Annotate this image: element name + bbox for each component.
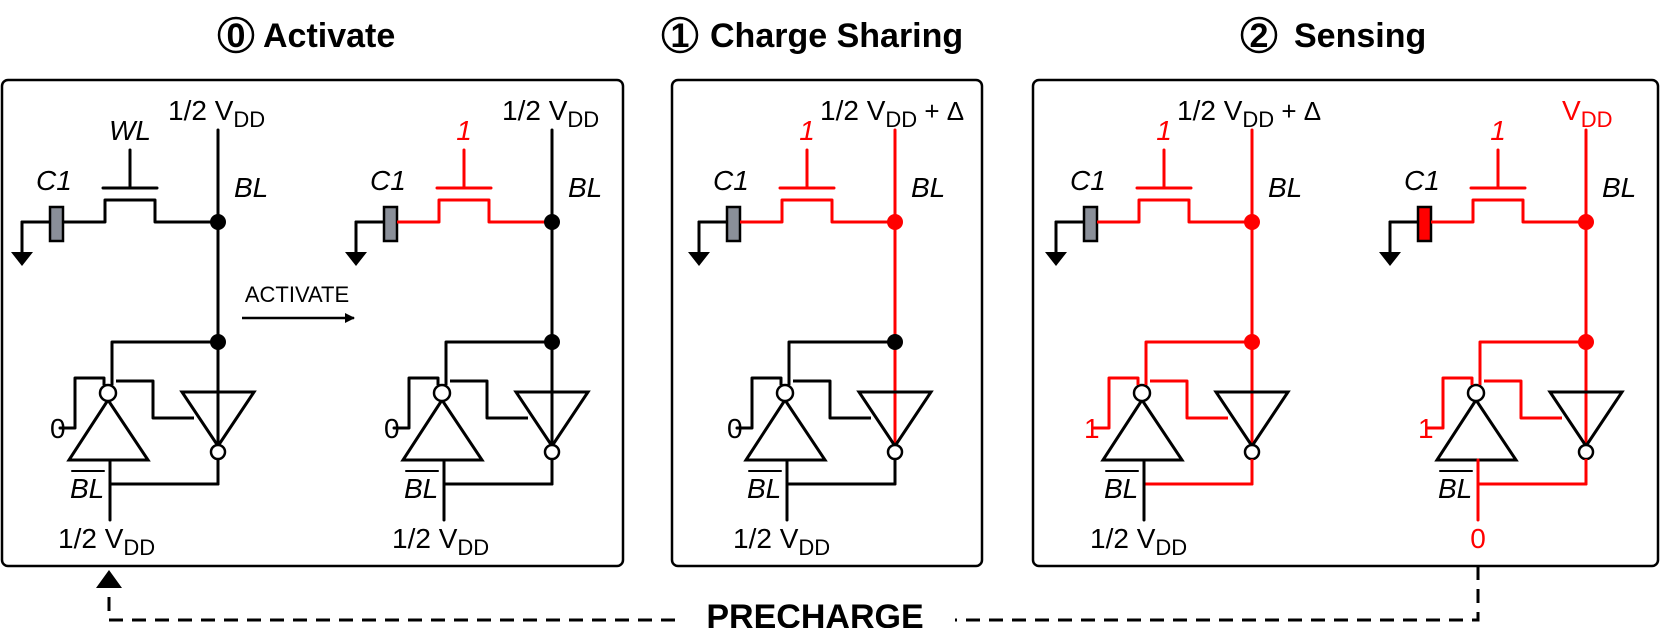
svg-text:1/2 VDD + Δ: 1/2 VDD + Δ bbox=[1177, 95, 1321, 132]
gate-label: 1 bbox=[456, 115, 472, 146]
svg-text:Sensing: Sensing bbox=[1294, 17, 1426, 55]
svg-text:Activate: Activate bbox=[263, 17, 395, 55]
svg-text:1/2 VDD: 1/2 VDD bbox=[58, 523, 155, 560]
step-title-charge-sharing: 1 Charge Sharing bbox=[661, 16, 963, 55]
blbar-label: BL bbox=[404, 473, 438, 504]
input-label: 1 bbox=[1084, 413, 1100, 444]
step-title-activate: 0 Activate bbox=[217, 16, 395, 55]
svg-text:1/2 VDD: 1/2 VDD bbox=[168, 95, 265, 132]
c1-label: C1 bbox=[370, 165, 406, 196]
svg-text:VDD: VDD bbox=[1562, 95, 1612, 132]
vlabel-bot-0a: 1/2 VDD bbox=[58, 523, 155, 560]
input-label: 0 bbox=[727, 413, 743, 444]
vlabel-bot-2a: 1/2 VDD bbox=[1090, 523, 1187, 560]
c1-label: C1 bbox=[713, 165, 749, 196]
c1-label: C1 bbox=[36, 165, 72, 196]
vlabel-bot-1: 1/2 VDD bbox=[733, 523, 830, 560]
panel-sensing bbox=[1031, 78, 1660, 568]
vlabel-top-0b: 1/2 VDD bbox=[502, 95, 599, 132]
bl-label: BL bbox=[911, 172, 945, 203]
input-label: 0 bbox=[50, 413, 66, 444]
blbar-label: BL bbox=[1438, 473, 1472, 504]
vlabel-top-2a: 1/2 VDD + Δ bbox=[1177, 95, 1321, 132]
vlabel-bot-2b: 0 bbox=[1470, 523, 1486, 554]
vlabel-bot-0b: 1/2 VDD bbox=[392, 523, 489, 560]
blbar-label: BL bbox=[1104, 473, 1138, 504]
svg-text:0: 0 bbox=[227, 17, 246, 55]
step-title-sensing: 2 Sensing bbox=[1240, 16, 1426, 55]
bl-label: BL bbox=[568, 172, 602, 203]
svg-text:2: 2 bbox=[1250, 17, 1269, 55]
vlabel-top-0a: 1/2 VDD bbox=[168, 95, 265, 132]
precharge-arrow: PRECHARGE bbox=[96, 566, 1480, 628]
input-label: 1 bbox=[1418, 413, 1434, 444]
gate-label: 1 bbox=[1490, 115, 1506, 146]
gate-label: 1 bbox=[1156, 115, 1172, 146]
bl-label: BL bbox=[1268, 172, 1302, 203]
panel-activate bbox=[0, 78, 625, 568]
blbar-label: BL bbox=[747, 473, 781, 504]
svg-text:1/2 VDD: 1/2 VDD bbox=[392, 523, 489, 560]
svg-text:1/2 VDD: 1/2 VDD bbox=[502, 95, 599, 132]
input-label: 0 bbox=[384, 413, 400, 444]
c1-label: C1 bbox=[1404, 165, 1440, 196]
c1-label: C1 bbox=[1070, 165, 1106, 196]
vlabel-top-2b: VDD bbox=[1562, 95, 1612, 132]
svg-text:1/2 VDD + Δ: 1/2 VDD + Δ bbox=[820, 95, 964, 132]
svg-text:1/2 VDD: 1/2 VDD bbox=[733, 523, 830, 560]
bl-label: BL bbox=[1602, 172, 1636, 203]
activate-arrow: ACTIVATE bbox=[242, 282, 355, 323]
vlabel-top-1: 1/2 VDD + Δ bbox=[820, 95, 964, 132]
svg-text:Charge Sharing: Charge Sharing bbox=[710, 17, 963, 55]
gate-label: WL bbox=[109, 115, 151, 146]
blbar-label: BL bbox=[70, 473, 104, 504]
svg-text:ACTIVATE: ACTIVATE bbox=[245, 282, 349, 307]
svg-text:1/2 VDD: 1/2 VDD bbox=[1090, 523, 1187, 560]
bl-label: BL bbox=[234, 172, 268, 203]
gate-label: 1 bbox=[799, 115, 815, 146]
panel-charge-sharing bbox=[670, 78, 984, 568]
svg-text:PRECHARGE: PRECHARGE bbox=[706, 598, 923, 628]
svg-text:1: 1 bbox=[671, 17, 690, 55]
